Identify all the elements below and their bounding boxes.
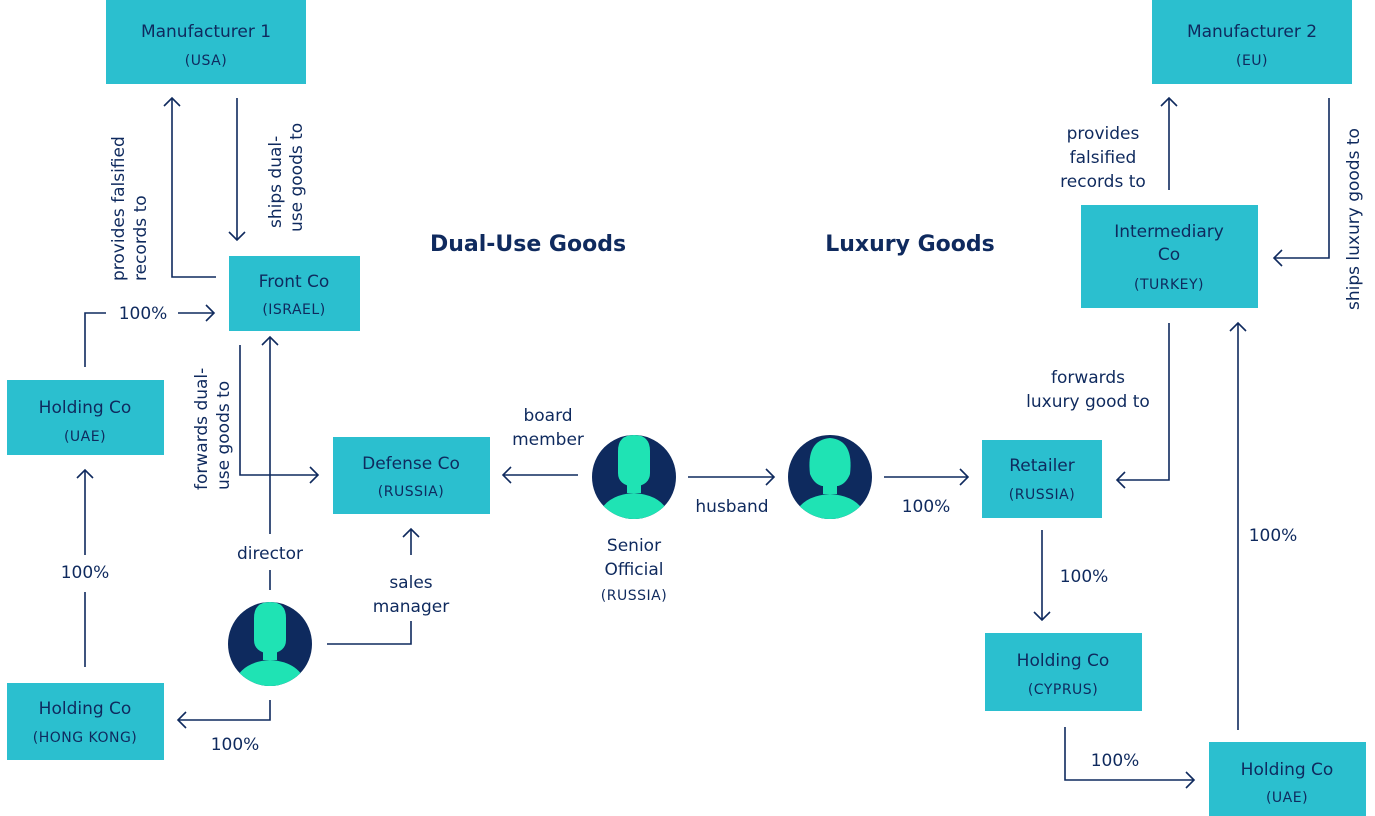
manufacturer-1-name: Manufacturer 1 <box>141 22 271 42</box>
sales-manager-arrow <box>327 527 420 645</box>
front-co-box: Front Co (ISRAEL) <box>229 256 360 331</box>
pct-holding-hk-to-uae: 100% <box>61 563 110 583</box>
pct-director-to-holding-hk: 100% <box>211 735 260 755</box>
intermediary-co-name-line1: Intermediary <box>1114 222 1224 242</box>
holding-co-cyprus-country: (CYPRUS) <box>1028 682 1098 698</box>
retailer-to-cyprus-arrow <box>1033 530 1051 622</box>
manufacturer-2-name: Manufacturer 2 <box>1187 22 1317 42</box>
falsified-records-left-arrow <box>163 96 216 278</box>
manufacturer-2-box: Manufacturer 2 (EU) <box>1152 0 1352 84</box>
forwards-luxury-arrow <box>1115 323 1170 489</box>
ships-dual-use-label-line2: use goods to <box>287 123 307 232</box>
forwards-luxury-label-line1: forwards <box>1051 368 1125 388</box>
defense-co-name: Defense Co <box>362 454 460 474</box>
holding-hk-to-uae-arrow <box>76 468 94 667</box>
wife-to-retailer-arrow <box>884 468 970 486</box>
board-member-label-line2: member <box>512 430 584 450</box>
sales-manager-label-line2: manager <box>373 597 449 617</box>
intermediary-co-country: (TURKEY) <box>1134 277 1204 293</box>
director-avatar <box>228 602 312 686</box>
holding-co-cyprus-box: Holding Co (CYPRUS) <box>985 633 1142 711</box>
director-arrow <box>261 335 279 590</box>
defense-co-country: (RUSSIA) <box>378 484 444 500</box>
cyprus-to-uae-arrow <box>1064 727 1196 789</box>
holding-co-cyprus-name: Holding Co <box>1017 651 1110 671</box>
forwards-luxury-label-line2: luxury good to <box>1026 392 1150 412</box>
director-label: director <box>237 544 303 564</box>
ships-luxury-arrow <box>1272 98 1330 267</box>
holding-co-uae-right-name: Holding Co <box>1241 760 1334 780</box>
manufacturer-2-country: (EU) <box>1236 53 1268 69</box>
senior-official-country: (RUSSIA) <box>601 588 667 604</box>
luxury-goods-title: Luxury Goods <box>825 232 995 257</box>
manufacturer-1-box: Manufacturer 1 (USA) <box>106 0 306 84</box>
front-co-country: (ISRAEL) <box>262 302 325 318</box>
holding-co-uae-right-country: (UAE) <box>1266 790 1308 806</box>
holding-co-uae-right-box: Holding Co (UAE) <box>1209 742 1366 816</box>
pct-uae-to-intermediary: 100% <box>1249 526 1298 546</box>
pct-holding-uae-to-front-co: 100% <box>119 304 168 324</box>
pct-cyprus-to-uae: 100% <box>1091 751 1140 771</box>
dual-use-goods-title: Dual-Use Goods <box>430 232 626 257</box>
forwards-dual-use-label-line2: use goods to <box>214 381 234 490</box>
pct-retailer-to-cyprus: 100% <box>1060 567 1109 587</box>
uae-to-intermediary-arrow <box>1229 321 1247 730</box>
falsified-records-right-label-line1: provides <box>1067 124 1140 144</box>
senior-official-label-line1: Senior <box>607 536 661 556</box>
sales-manager-label-line1: sales <box>389 573 432 593</box>
board-member-label-line1: board <box>523 406 572 426</box>
ships-luxury-label: ships luxury goods to <box>1344 128 1364 310</box>
forwards-dual-use-label-line1: forwards dual- <box>192 368 212 490</box>
defense-co-box: Defense Co (RUSSIA) <box>333 437 490 514</box>
holding-co-hong-kong-country: (HONG KONG) <box>33 730 138 746</box>
falsified-records-left-label-line2: records to <box>131 195 151 281</box>
intermediary-co-name-line2: Co <box>1158 245 1180 265</box>
holding-co-hong-kong-box: Holding Co (HONG KONG) <box>7 683 164 760</box>
manufacturer-1-country: (USA) <box>185 53 227 69</box>
holding-co-uae-left-country: (UAE) <box>64 429 106 445</box>
falsified-records-right-arrow <box>1160 96 1178 190</box>
retailer-box: Retailer (RUSSIA) <box>982 440 1102 518</box>
ships-dual-use-label-line1: ships dual- <box>266 136 286 228</box>
retailer-name: Retailer <box>1009 456 1075 476</box>
falsified-records-right-label-line2: falsified <box>1070 148 1137 168</box>
falsified-records-right-label-line3: records to <box>1060 172 1146 192</box>
holding-co-uae-left-box: Holding Co (UAE) <box>7 380 164 455</box>
director-to-holding-hk-arrow <box>176 700 271 729</box>
forwards-dual-use-arrow <box>239 345 320 484</box>
husband-label: husband <box>695 497 768 517</box>
retailer-country: (RUSSIA) <box>1009 487 1075 503</box>
board-member-arrow <box>501 466 578 484</box>
front-co-name: Front Co <box>259 272 330 292</box>
holding-co-uae-left-name: Holding Co <box>39 398 132 418</box>
senior-official-avatar <box>592 435 676 519</box>
falsified-records-left-label-line1: provides falsified <box>109 136 129 281</box>
holding-uae-to-front-co-arrow <box>84 304 216 367</box>
wife-avatar <box>788 435 872 519</box>
ships-dual-use-arrow <box>228 98 246 242</box>
intermediary-co-box: Intermediary Co (TURKEY) <box>1081 205 1258 308</box>
husband-arrow <box>688 468 776 486</box>
pct-wife-to-retailer: 100% <box>902 497 951 517</box>
holding-co-hong-kong-name: Holding Co <box>39 699 132 719</box>
senior-official-label-line2: Official <box>604 560 663 580</box>
